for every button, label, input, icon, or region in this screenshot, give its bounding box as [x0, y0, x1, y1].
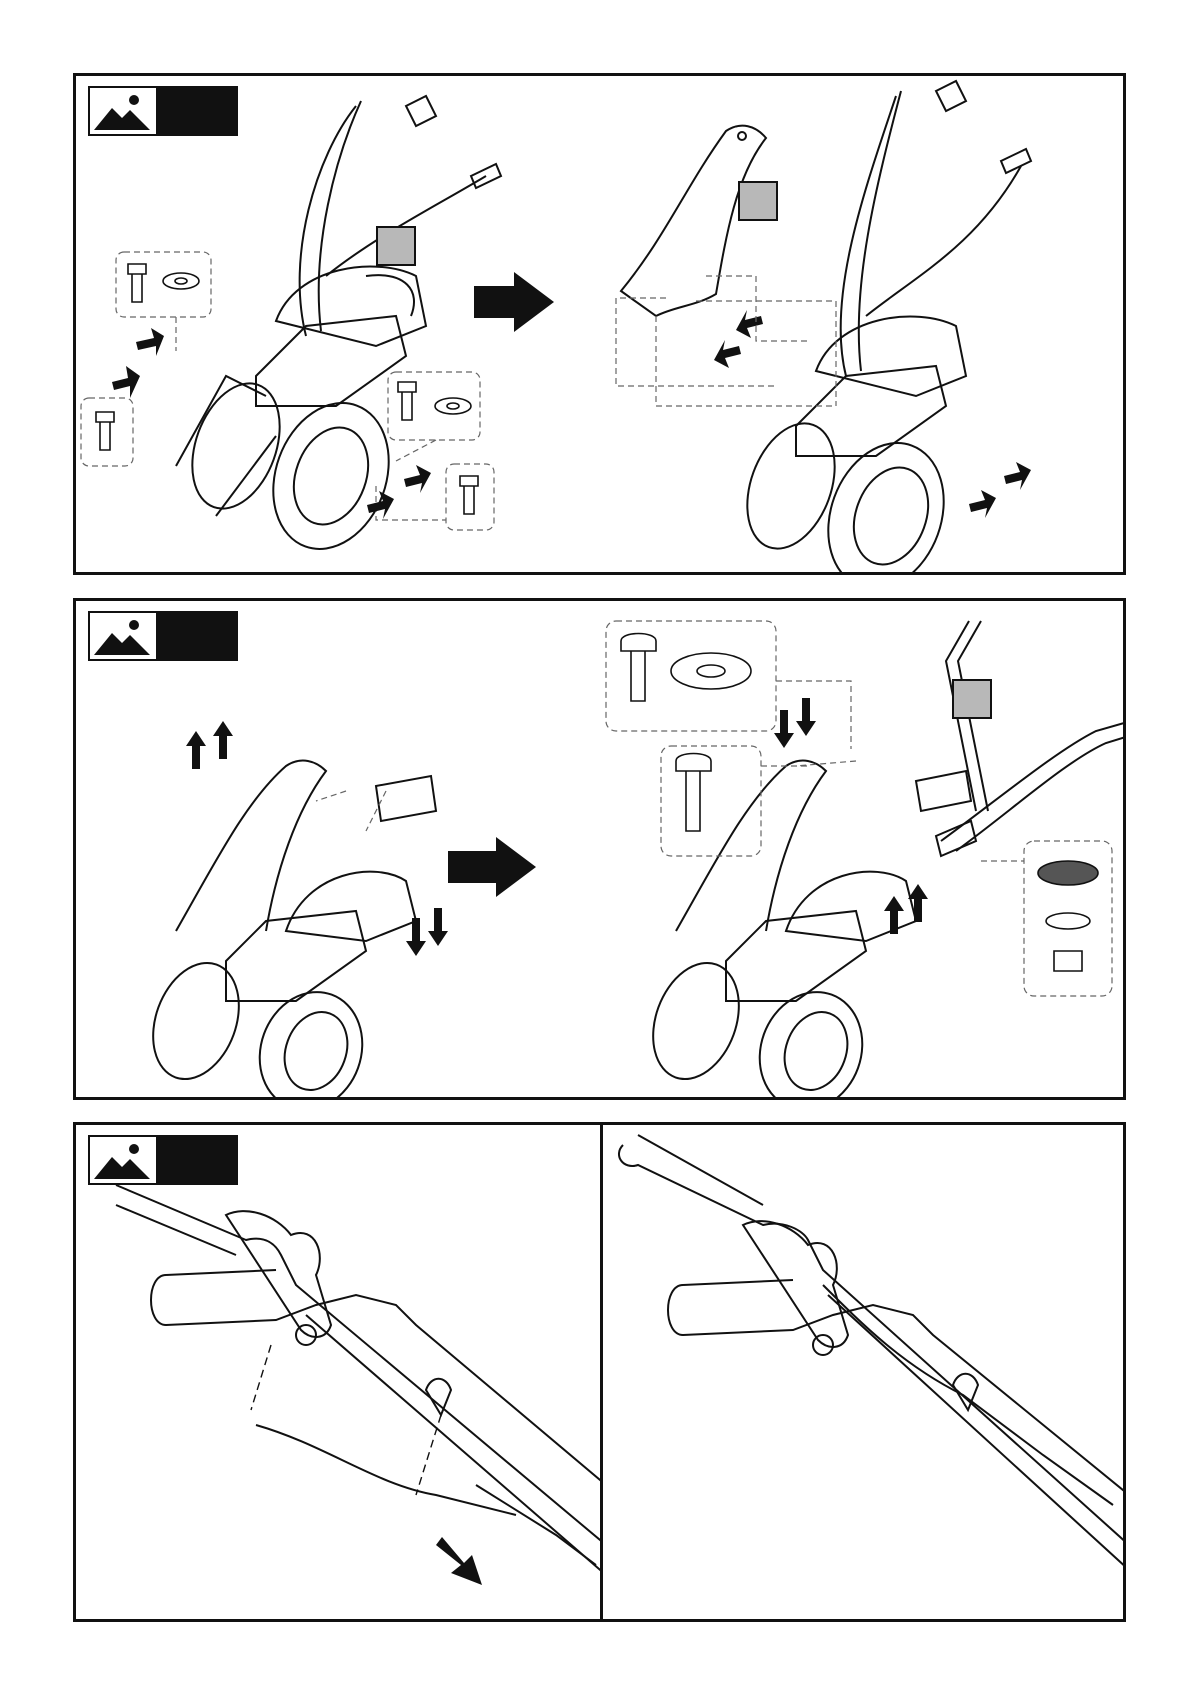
illustration-cable-attached	[603, 1125, 1126, 1622]
arrow-right-icon	[436, 1537, 482, 1585]
instruction-panel-3a	[73, 1122, 603, 1622]
instruction-panel-1	[73, 73, 1126, 575]
placeholder-box	[952, 679, 992, 719]
arrow-right-icon	[112, 272, 1031, 519]
placeholder-box	[376, 226, 416, 266]
assembly-illustration-mount-handlebar	[76, 601, 1126, 1100]
assembly-illustration-remove-fender	[76, 76, 1126, 575]
instruction-panel-2	[73, 598, 1126, 1100]
placeholder-box	[738, 181, 778, 221]
illustration-attach-cable	[76, 1125, 603, 1622]
instruction-panel-3b	[600, 1122, 1126, 1622]
